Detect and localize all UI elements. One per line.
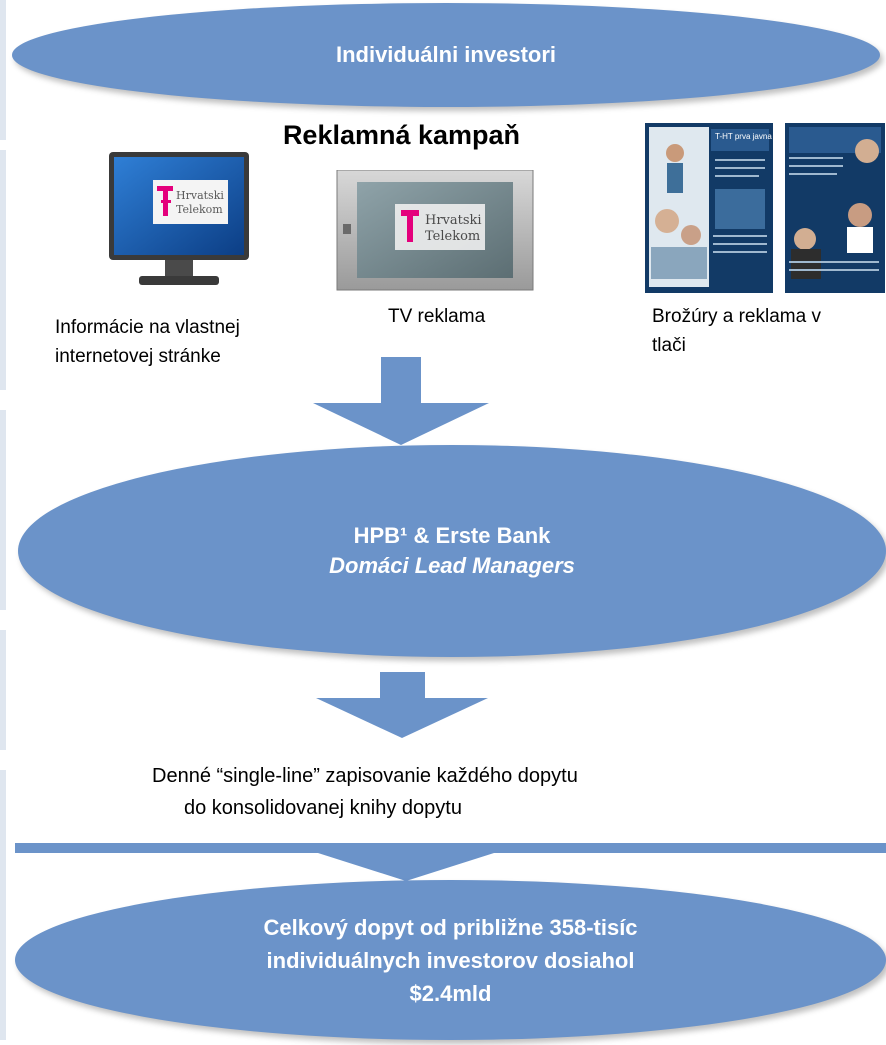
down-arrow-1 [313,357,489,445]
campaign-heading: Reklamná kampaň [282,120,521,150]
lead-managers-ellipse: HPB¹ & Erste Bank Domáci Lead Managers [18,445,886,657]
tv-logo-line1: Hrvatski [425,213,482,228]
tv-logo-line2: Telekom [425,229,480,244]
result-line2: individuálnych investorov dosiahol [266,947,635,973]
managers-line1: HPB¹ & Erste Bank [353,523,551,548]
bookbuilding-line2: do konsolidovanej knihy dopytu [184,797,462,819]
result-line3: $2.4mld [409,980,492,1006]
print-caption: Brožúry a reklama v tlači [652,302,821,360]
bookbuilding-line1: Denné “single-line” zapisovanie každého … [152,765,578,787]
separator-chevron [318,853,494,881]
brochures-image: T-HT prva javna ponuda dionica [645,123,885,293]
web-caption: Informácie na vlastnej internetovej strá… [55,313,240,371]
edge-strip [0,0,6,140]
monitor-logo-line1: Hrvatski [176,189,224,202]
bookbuilding-text: Denné “single-line” zapisovanie každého … [152,760,578,824]
brochure-header: T-HT prva javna ponuda dionica [715,132,829,141]
monitor-image: Hrvatski Telekom [95,150,265,300]
down-arrow-2 [316,672,488,738]
tv-icon: Hrvatski Telekom [336,169,534,291]
monitor-icon: Hrvatski Telekom [109,152,249,285]
edge-strip [0,150,6,390]
edge-strip [0,770,6,1040]
tv-image: Hrvatski Telekom [335,169,535,295]
print-caption-line1: Brožúry a reklama v [652,306,821,327]
result-line1: Celkový dopyt od približne 358-tisíc [263,914,638,940]
investors-label: Individuálni investori [335,42,557,67]
managers-line2: Domáci Lead Managers [329,553,575,578]
web-caption-line1: Informácie na vlastnej [55,317,240,338]
web-caption-line2: internetovej stránke [55,346,221,367]
result-ellipse: Celkový dopyt od približne 358-tisíc ind… [15,880,886,1040]
separator-bar [15,843,886,853]
investors-ellipse: Individuálni investori [12,3,880,107]
edge-strip [0,630,6,750]
monitor-logo-line2: Telekom [176,203,223,216]
tv-caption: TV reklama [388,306,486,327]
print-caption-line2: tlači [652,335,686,356]
edge-strip [0,410,6,610]
brochure-icon: T-HT prva javna ponuda dionica [645,123,885,293]
